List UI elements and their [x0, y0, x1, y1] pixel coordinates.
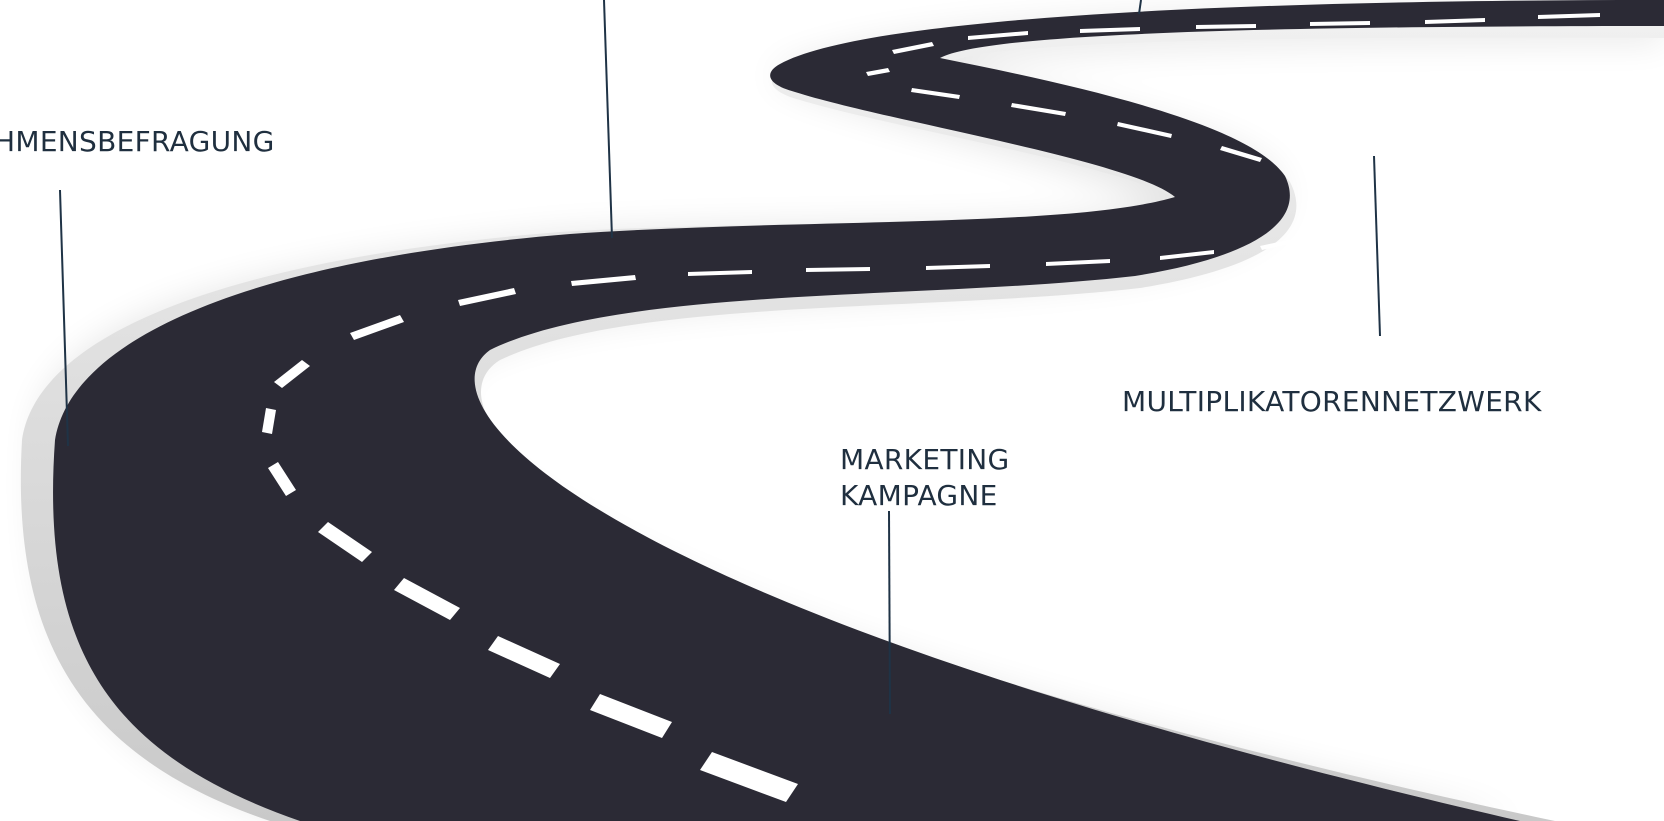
lane-dash — [688, 270, 752, 276]
lane-dash — [350, 315, 404, 340]
lane-dash — [1306, 168, 1334, 182]
lane-dash — [1046, 259, 1110, 266]
label-marketing-kampagne: MARKETING KAMPAGNE — [840, 442, 1010, 514]
lane-dash — [394, 578, 460, 620]
lane-dash — [1425, 18, 1485, 24]
lane-markings — [262, 13, 1600, 802]
lane-dash — [274, 360, 310, 388]
label-marketing-line2: KAMPAGNE — [840, 479, 998, 512]
leader-line-multiplikatoren — [1373, 155, 1381, 337]
lane-dash — [1117, 122, 1172, 138]
lane-dash — [571, 275, 636, 286]
lane-dash — [926, 264, 990, 270]
lane-dash — [866, 68, 890, 76]
lane-dash — [968, 31, 1028, 40]
leader-line-marketing — [888, 510, 891, 715]
label-multiplikatoren-text: MULTIPLIKATORENNETZWERK — [1122, 385, 1542, 418]
lane-dash — [1011, 103, 1066, 116]
lane-dash — [458, 288, 516, 306]
lane-dash — [1080, 27, 1140, 33]
lane-dash — [1160, 250, 1214, 260]
lane-dash — [262, 408, 276, 434]
leader-line-befragung — [59, 189, 69, 447]
lane-dash — [911, 88, 960, 99]
label-marketing-line1: MARKETING — [840, 443, 1010, 476]
label-befragung: HMENSBEFRAGUNG — [0, 124, 275, 160]
road-asphalt — [53, 0, 1664, 821]
lane-dash — [1348, 186, 1364, 202]
lane-dash — [318, 522, 372, 562]
lane-dash — [700, 752, 798, 802]
lane-dash — [268, 462, 296, 496]
lane-dash — [590, 694, 672, 738]
lane-dash — [1196, 24, 1256, 29]
leader-line-top-center — [603, 0, 613, 239]
lane-dash — [1336, 210, 1358, 230]
lane-dash — [806, 267, 870, 272]
lane-dash — [488, 636, 560, 678]
lane-dash — [1310, 21, 1370, 26]
lane-dash — [892, 42, 934, 54]
label-multiplikatoren: MULTIPLIKATORENNETZWERK — [1122, 384, 1542, 420]
label-befragung-text: HMENSBEFRAGUNG — [0, 125, 275, 158]
leader-lines — [59, 0, 1381, 715]
lane-dash — [1220, 146, 1262, 162]
leader-line-top-right — [1138, 0, 1142, 15]
lane-dash — [1538, 13, 1600, 19]
lane-dash — [1260, 236, 1308, 250]
